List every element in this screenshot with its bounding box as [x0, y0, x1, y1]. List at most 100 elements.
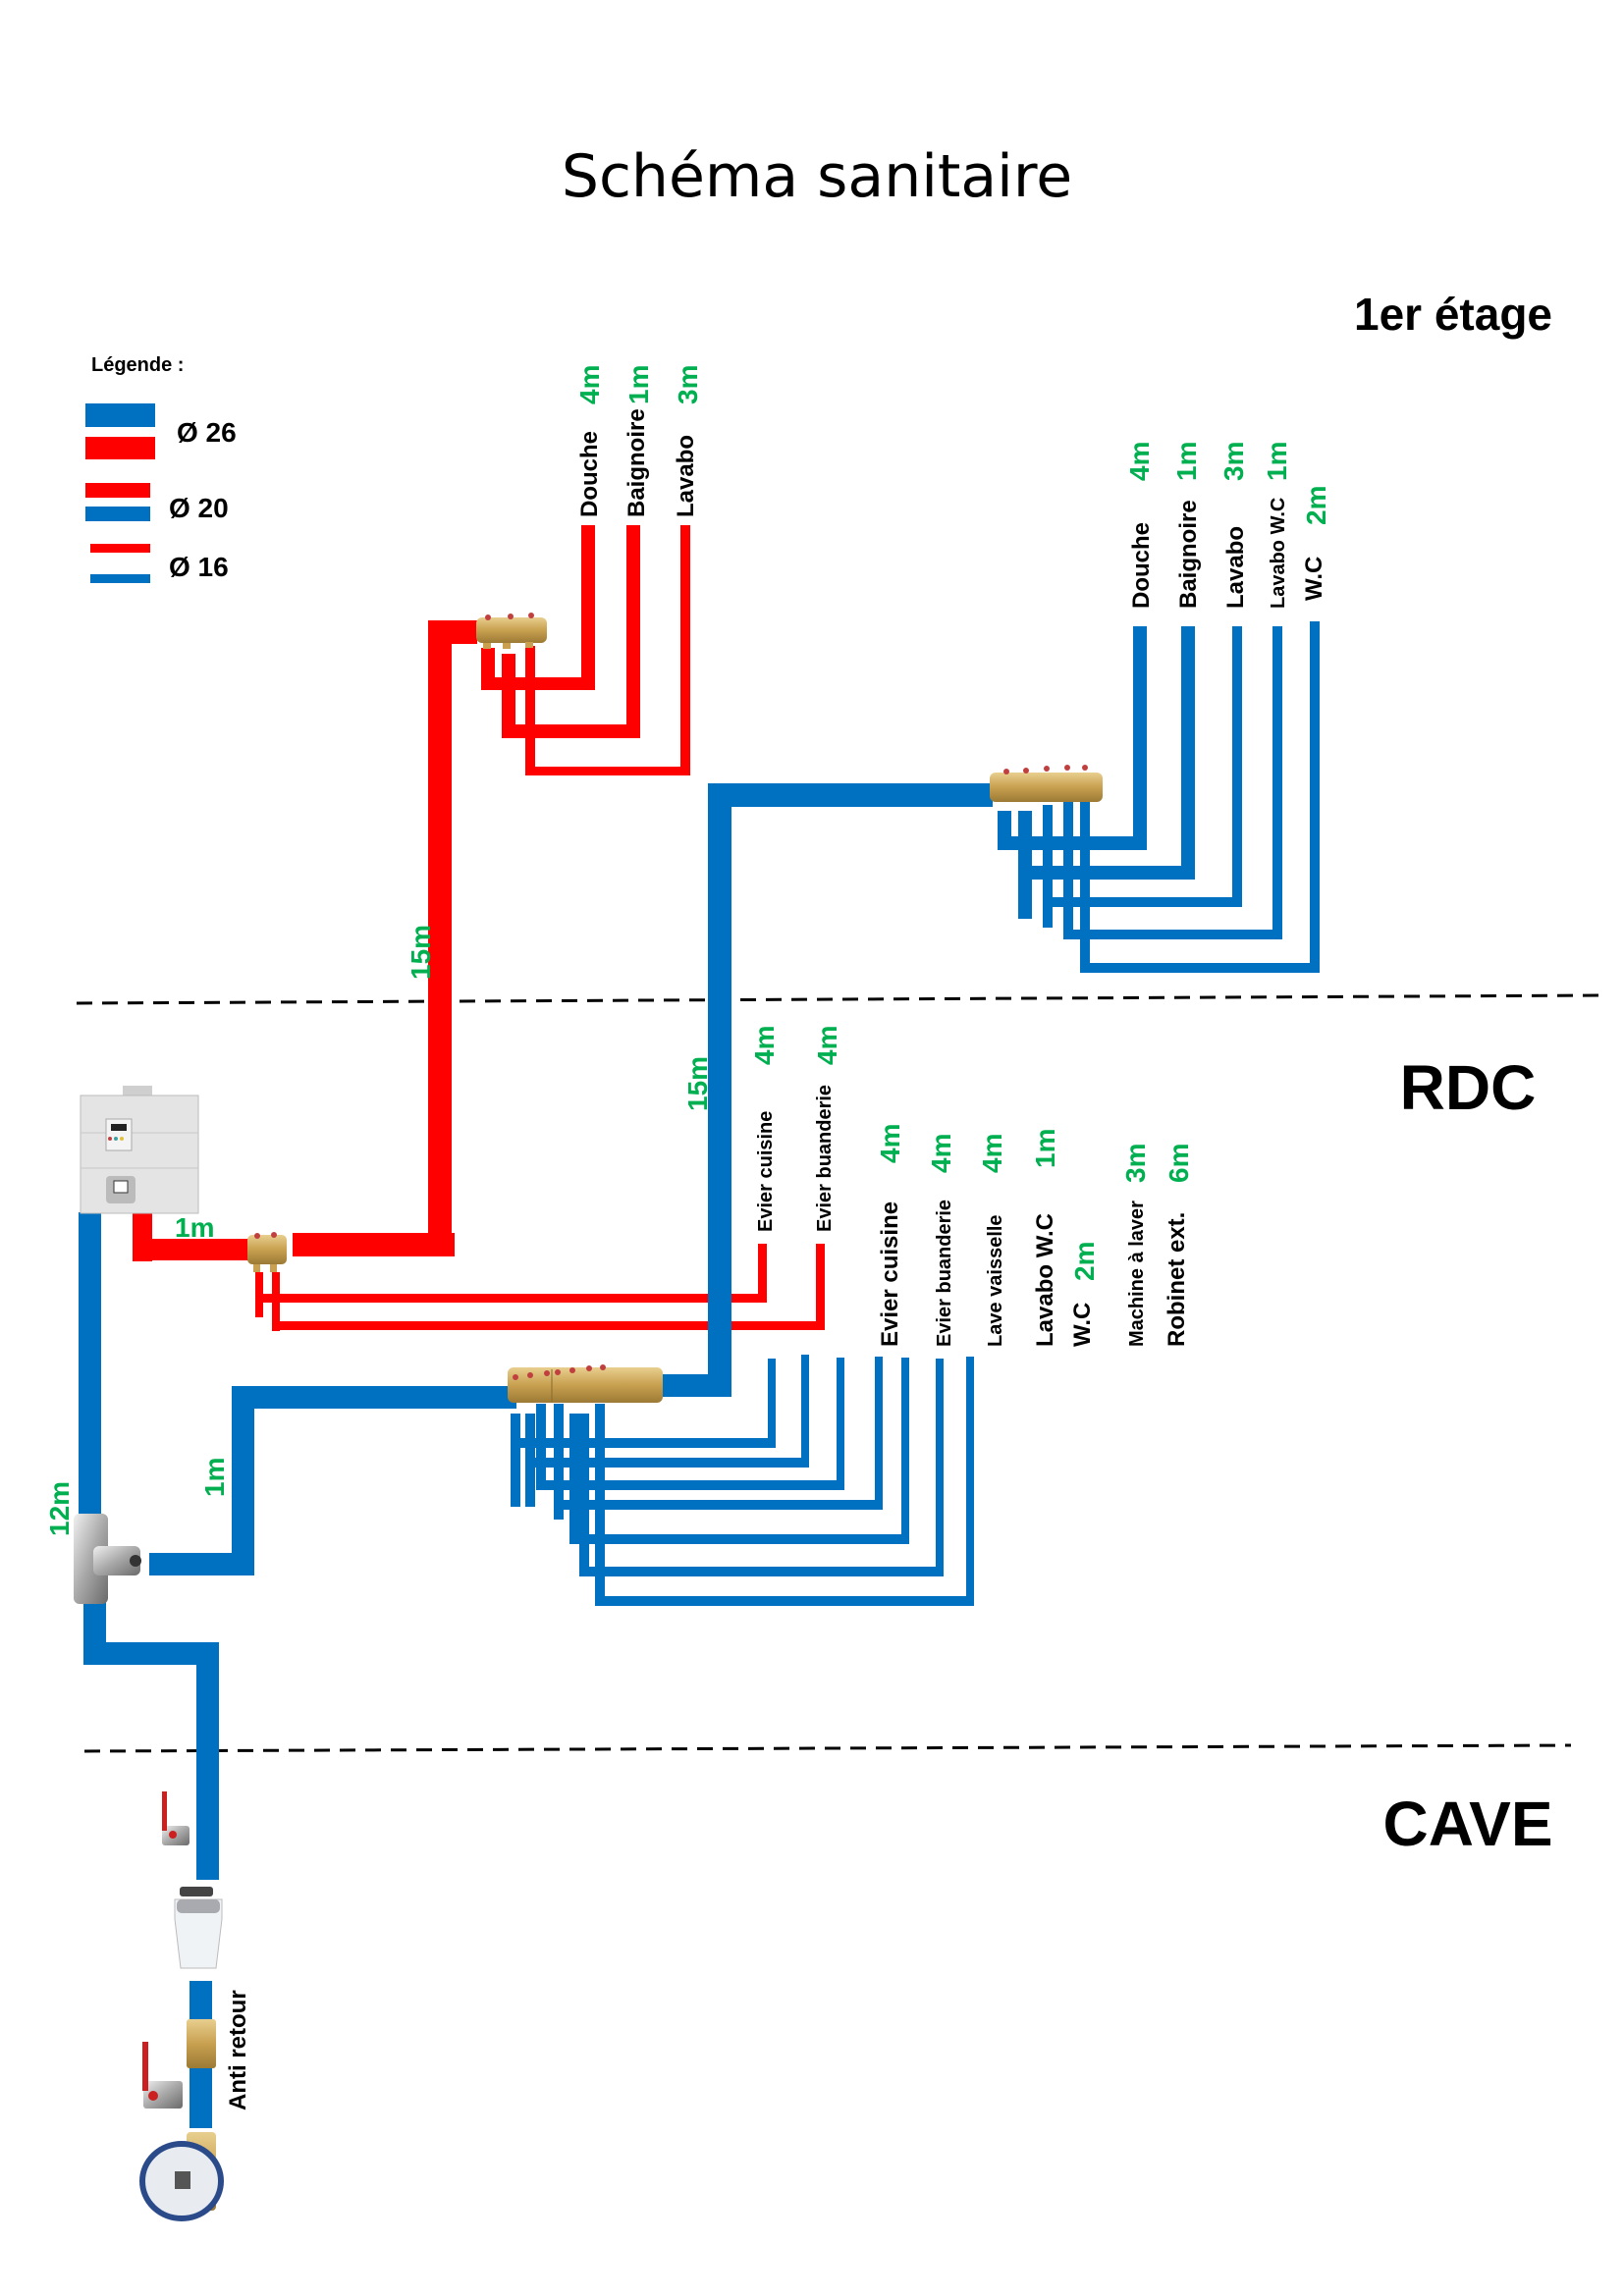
length-label-cold-riser: 15m: [682, 1056, 713, 1111]
cold-pipe-tee-to-manifold-h: [149, 1553, 251, 1575]
length-label: 4m: [574, 365, 605, 404]
cold-branch-evier-cuisine-v: [768, 1359, 776, 1448]
cold-branch-lavabo-wc-v: [1272, 626, 1282, 939]
rdc-cold-labels: Evier cuisine 4m Evier buanderie 4m Lave…: [875, 1124, 1194, 1347]
tee-fitting-icon: [74, 1514, 141, 1604]
cold-pipe-cave-upper-segment: [196, 1764, 219, 1880]
hot-branch-lavabo-h: [525, 767, 690, 775]
hot-pipe-boiler-to-manifold: [133, 1239, 250, 1260]
cold-pipe-cave-riser: [196, 1642, 219, 1770]
cold-pipe-riser-top: [708, 783, 993, 807]
cold-branch-machine-h: [579, 1567, 943, 1576]
legend-swatch-20-cold: [85, 507, 150, 521]
hot-branch-douche-v: [581, 525, 595, 690]
zone-label-cave: CAVE: [1382, 1789, 1552, 1859]
zone-label-rdc: RDC: [1400, 1052, 1537, 1123]
hot-branch-evier-cuisine-h: [255, 1294, 766, 1303]
hot-pipe-riser-to-etage-manifold: [428, 620, 477, 644]
cold-branch-lavabo-wc-v: [875, 1357, 883, 1510]
legend-swatch-26-cold: [85, 403, 155, 427]
outlet-label: Robinet ext.: [1164, 1212, 1190, 1347]
ball-valve-upper-icon: [162, 1791, 189, 1845]
outlet-label: Lavabo W.C: [1268, 498, 1289, 609]
outlet-label: Machine à laver: [1126, 1201, 1148, 1347]
outlet-label: Lavabo: [1222, 526, 1249, 609]
hot-branch-stub: [525, 646, 535, 775]
cold-branch-wc-h: [1080, 963, 1320, 973]
length-label: 4m: [1124, 442, 1155, 481]
cold-branch-stub: [1080, 793, 1090, 973]
legend-swatch-26-hot: [85, 437, 155, 459]
cold-branch-stub: [595, 1404, 605, 1600]
length-label: 1m: [623, 365, 654, 404]
outlet-label: Evier cuisine: [877, 1201, 903, 1347]
cold-branch-wc-v: [1310, 621, 1320, 973]
outlet-label: Evier buanderie: [814, 1085, 836, 1232]
cold-branch-lavabo-h: [1043, 897, 1242, 907]
length-label: 4m: [977, 1134, 1007, 1173]
cold-branch-stub: [554, 1404, 564, 1520]
outlet-label: Baignoire: [623, 408, 650, 517]
outlet-label: Lavabo: [673, 435, 699, 517]
cold-branch-evier-cuisine-h: [511, 1438, 775, 1448]
water-meter-icon: [139, 2132, 224, 2221]
hot-branch-evier-cuisine-v: [758, 1244, 767, 1303]
length-label: 6m: [1164, 1144, 1194, 1183]
manifold-rdc-hot-icon: [247, 1232, 287, 1272]
outlet-label: Lavabo W.C: [1032, 1213, 1058, 1347]
outlet-label: Douche: [576, 431, 603, 517]
cold-riser: [708, 783, 731, 1397]
cold-water-network: [79, 621, 1320, 2128]
length-label: 2m: [1069, 1242, 1100, 1281]
cold-branch-lavabo-v: [1232, 626, 1242, 907]
length-label: 4m: [875, 1124, 905, 1163]
etage-cold-labels: Douche 4m Baignoire 1m Lavabo 3m Lavabo …: [1124, 442, 1331, 609]
check-valve-icon: [187, 2019, 216, 2068]
length-label-cold-supply-to-boiler: 12m: [44, 1481, 75, 1536]
length-label: 1m: [1262, 442, 1292, 481]
cold-pipe-tee-to-manifold-top: [232, 1386, 516, 1409]
cold-branch-robinet-h: [595, 1596, 973, 1606]
cold-branch-wc-v: [901, 1358, 909, 1544]
manifold-etage-cold-icon: [990, 765, 1103, 802]
page-title: Schéma sanitaire: [562, 142, 1072, 211]
hot-branch-lavabo-v: [680, 525, 690, 775]
cold-pipe-cave-meter-segment: [189, 2066, 212, 2128]
anti-retour-label: Anti retour: [225, 1990, 251, 2110]
zone-label-1er-etage: 1er étage: [1354, 289, 1552, 340]
cold-branch-robinet-v: [966, 1357, 974, 1606]
boiler-icon: [80, 1086, 199, 1214]
hot-branch-baignoire-v: [626, 525, 640, 738]
legend-title: Légende :: [91, 354, 184, 376]
cold-pipe-cave-jog: [83, 1642, 219, 1665]
length-label: 4m: [812, 1026, 842, 1065]
cold-branch-stub: [1018, 811, 1032, 919]
length-label: 3m: [1120, 1144, 1151, 1183]
outlet-label: Lave vaisselle: [985, 1214, 1006, 1347]
length-label-boiler-to-hot-manifold: 1m: [175, 1212, 214, 1243]
length-label: 3m: [673, 365, 703, 404]
hot-riser: [428, 620, 452, 1256]
ball-valve-lower-icon: [142, 2042, 183, 2109]
cold-branch-stub: [569, 1414, 579, 1543]
cold-branch-lavabo-wc-h: [1063, 930, 1282, 939]
manifold-etage-hot-icon: [476, 613, 547, 649]
cold-branch-wc-h: [569, 1534, 908, 1544]
cold-branch-stub: [1043, 805, 1053, 928]
cold-branch-evier-buanderie-v: [801, 1355, 809, 1468]
length-label: 3m: [1218, 442, 1249, 481]
rdc-hot-labels: Evier cuisine 4m Evier buanderie 4m: [749, 1026, 842, 1232]
outlet-label: W.C: [1069, 1303, 1096, 1347]
legend-label-20: Ø 20: [169, 493, 229, 523]
cold-branch-lave-vaisselle-h: [536, 1480, 843, 1490]
outlet-label: Evier buanderie: [934, 1200, 955, 1347]
length-label: 1m: [1030, 1129, 1060, 1168]
etage-hot-labels: Douche 4m Baignoire 1m Lavabo 3m: [574, 365, 703, 517]
cold-branch-lavabo-wc-h: [554, 1500, 882, 1510]
length-label: 1m: [1171, 442, 1202, 481]
cold-pipe-to-tee: [83, 1600, 106, 1665]
hot-branch-baignoire-h: [502, 724, 639, 738]
legend-label-16: Ø 16: [169, 552, 229, 582]
cold-branch-machine-v: [936, 1359, 944, 1576]
